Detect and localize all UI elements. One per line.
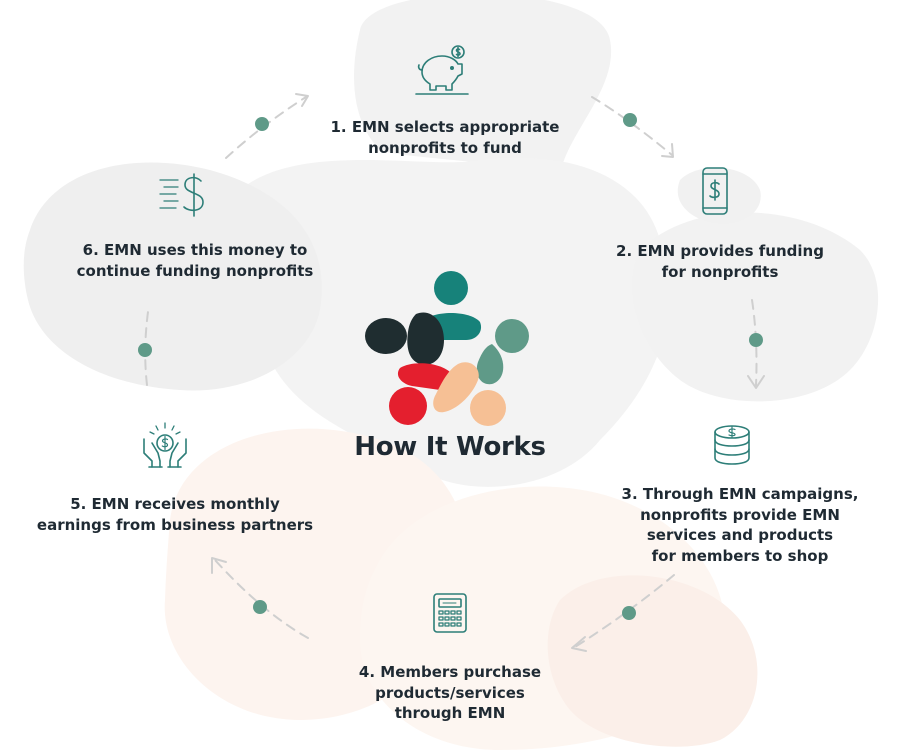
arrowhead-4 — [571, 636, 587, 652]
diagram-title: How It Works — [354, 432, 546, 462]
step-4-line-3: through EMN — [394, 704, 506, 722]
connector-arrowheads — [211, 93, 765, 652]
arrowhead-3 — [747, 375, 765, 389]
step-6-line-1: 6. EMN uses this money to — [82, 241, 308, 259]
dot-1-2 — [623, 113, 637, 127]
blob-bottom-right — [547, 575, 758, 747]
piggy-bank-icon — [414, 44, 470, 96]
step-1-text: 1. EMN selects appropriate nonprofits to… — [325, 117, 565, 158]
arrowhead-1 — [295, 93, 309, 107]
phone-dollar-icon — [700, 166, 730, 216]
arrowhead-2 — [661, 143, 674, 158]
step-1-line-2: nonprofits to fund — [368, 138, 522, 157]
blob-left — [23, 162, 322, 391]
dot-6-1 — [255, 117, 269, 131]
step-3-line-3: services and products — [646, 526, 834, 544]
background-blobs — [23, 0, 879, 750]
dot-4-5 — [253, 600, 267, 614]
step-3-line-2: nonprofits provide EMN — [640, 505, 840, 524]
step-5-text: 5. EMN receives monthly earnings from bu… — [20, 494, 330, 535]
hands-coin-icon — [140, 421, 190, 469]
dot-5-6 — [138, 343, 152, 357]
step-5-line-1: 5. EMN receives monthly — [70, 495, 280, 513]
step-3-text: 3. Through EMN campaigns, nonprofits pro… — [590, 484, 890, 566]
calculator-icon — [432, 592, 468, 634]
step-3-line-4: for members to shop — [651, 546, 829, 565]
coin-stack-icon — [712, 424, 752, 466]
step-2-line-2: for nonprofits — [661, 262, 779, 281]
arrowhead-5 — [211, 557, 227, 574]
step-6-line-2: continue funding nonprofits — [76, 261, 314, 280]
people-circle-logo — [360, 266, 540, 441]
step-2-text: 2. EMN provides funding for nonprofits — [600, 241, 840, 282]
step-4-line-2: products/services — [375, 683, 525, 702]
step-4-text: 4. Members purchase products/services th… — [330, 662, 570, 724]
connector-1-to-2 — [591, 96, 673, 156]
fast-dollar-icon — [158, 172, 210, 218]
connector-dots — [138, 113, 763, 620]
blob-top — [354, 0, 612, 180]
step-4-line-1: 4. Members purchase — [358, 663, 542, 681]
step-6-text: 6. EMN uses this money to continue fundi… — [55, 240, 335, 281]
blob-right — [632, 212, 879, 402]
dot-2-3 — [749, 333, 763, 347]
step-3-line-1: 3. Through EMN campaigns, — [621, 485, 859, 503]
step-1-line-1: 1. EMN selects appropriate — [330, 118, 560, 136]
step-5-line-2: earnings from business partners — [36, 515, 314, 534]
step-2-line-1: 2. EMN provides funding — [616, 242, 824, 260]
dot-3-4 — [622, 606, 636, 620]
